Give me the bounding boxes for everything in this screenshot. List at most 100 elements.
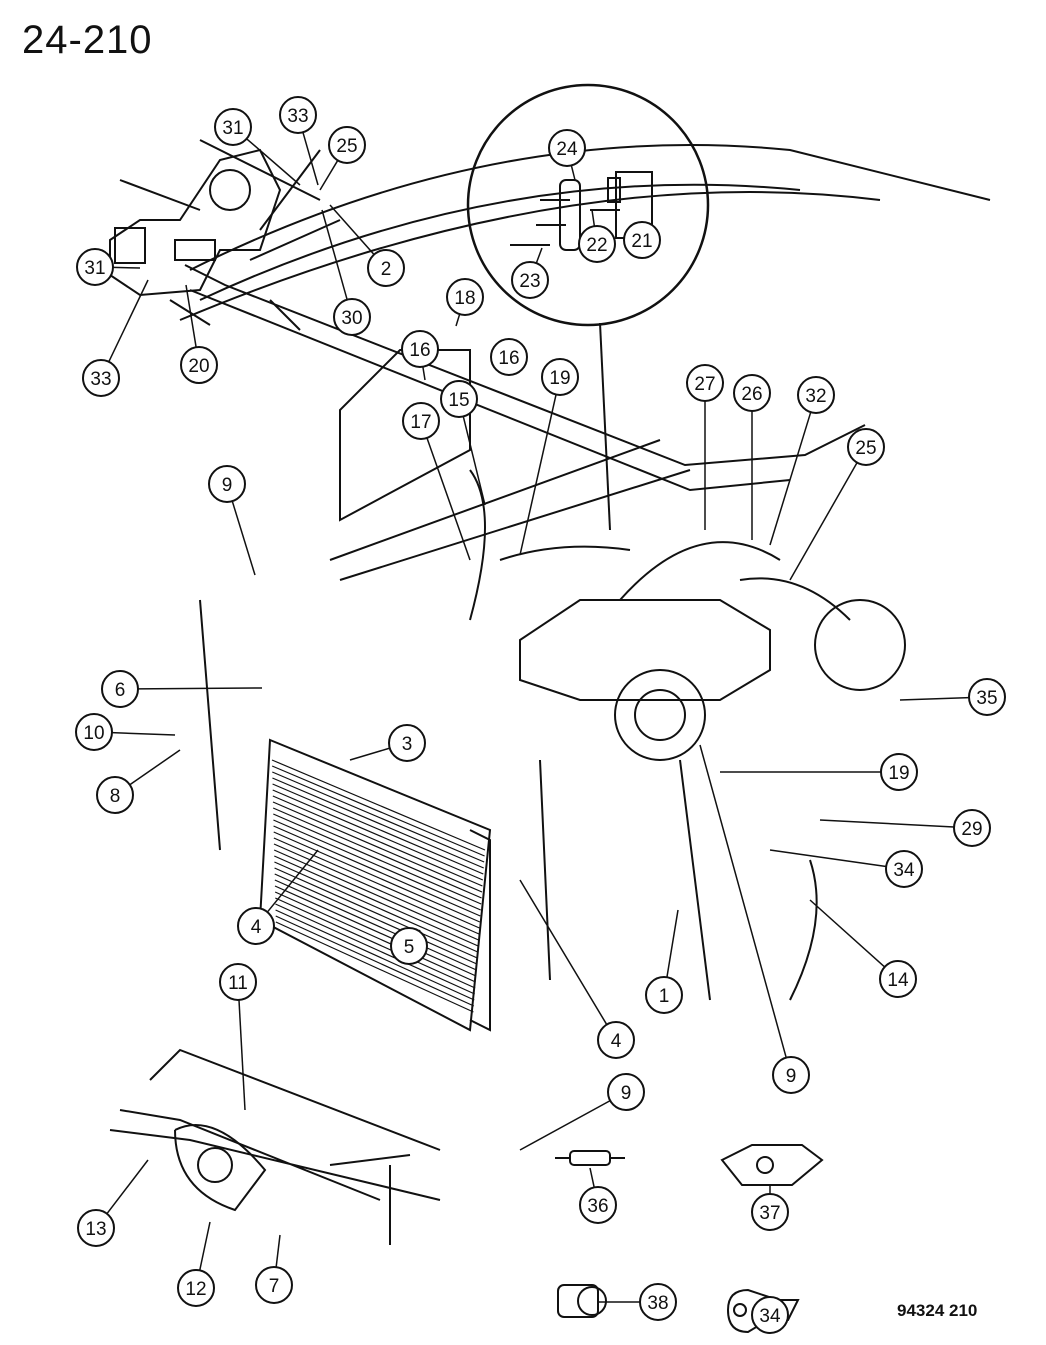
page-number: 24-210 bbox=[22, 18, 153, 62]
engine-compartment-drawing bbox=[179, 144, 991, 1001]
callout-number: 24 bbox=[556, 139, 578, 160]
callout-circle bbox=[541, 358, 579, 396]
callout-number: 19 bbox=[888, 763, 909, 784]
callout-circle bbox=[548, 129, 586, 167]
detail-inset-circle bbox=[466, 83, 710, 327]
leader-line bbox=[266, 849, 319, 913]
callout-33: 33 bbox=[82, 279, 149, 397]
callout-27: 27 bbox=[686, 364, 724, 530]
callout-37: 37 bbox=[751, 1185, 789, 1231]
callout-circle bbox=[279, 96, 317, 134]
callout-number: 27 bbox=[694, 374, 715, 395]
callout-21: 21 bbox=[623, 221, 661, 259]
leader-line bbox=[137, 687, 263, 690]
callout-19: 19 bbox=[720, 753, 918, 791]
callout-number: 16 bbox=[498, 348, 519, 369]
small-parts-drawing bbox=[555, 1144, 824, 1334]
callout-number: 16 bbox=[409, 340, 430, 361]
callout-number: 10 bbox=[83, 723, 104, 744]
callout-14: 14 bbox=[809, 899, 917, 998]
callout-number: 4 bbox=[611, 1031, 622, 1052]
leader-line bbox=[422, 366, 426, 381]
callout-7: 7 bbox=[255, 1234, 293, 1304]
callout-number: 22 bbox=[586, 235, 607, 256]
callout-number: 15 bbox=[448, 390, 469, 411]
leader-line bbox=[455, 313, 461, 327]
leader-line bbox=[570, 165, 576, 181]
callout-33: 33 bbox=[279, 96, 319, 186]
callout-circle bbox=[82, 359, 120, 397]
leader-line bbox=[666, 909, 679, 978]
callout-number: 33 bbox=[90, 369, 111, 390]
callout-number: 9 bbox=[222, 475, 233, 496]
leader-line bbox=[809, 899, 886, 968]
callout-13: 13 bbox=[77, 1159, 149, 1247]
callout-circle bbox=[440, 380, 478, 418]
callout-24: 24 bbox=[548, 129, 586, 181]
callout-22: 22 bbox=[578, 209, 616, 263]
callout-36: 36 bbox=[579, 1167, 617, 1224]
callout-circle bbox=[579, 1186, 617, 1224]
illustration-code: 94324 210 bbox=[897, 1301, 978, 1320]
callout-circle bbox=[880, 753, 918, 791]
callout-26: 26 bbox=[733, 374, 771, 540]
callout-number: 1 bbox=[659, 986, 670, 1007]
callout-number: 36 bbox=[587, 1196, 608, 1217]
leader-line bbox=[789, 462, 858, 581]
callout-circle bbox=[255, 1266, 293, 1304]
callout-circle bbox=[76, 248, 114, 286]
callout-number: 34 bbox=[893, 860, 915, 881]
leader-line bbox=[275, 1234, 281, 1268]
callout-15: 15 bbox=[440, 380, 486, 506]
callout-number: 3 bbox=[402, 734, 413, 755]
leader-line bbox=[231, 500, 256, 576]
callout-number: 33 bbox=[287, 106, 308, 127]
callout-9: 9 bbox=[208, 465, 256, 576]
leader-line bbox=[199, 1221, 211, 1271]
callout-circle bbox=[686, 364, 724, 402]
callout-17: 17 bbox=[402, 402, 471, 561]
leader-line bbox=[111, 731, 176, 736]
callout-number: 31 bbox=[222, 118, 243, 139]
callout-29: 29 bbox=[819, 809, 991, 847]
callout-23: 23 bbox=[511, 247, 549, 299]
leader-line bbox=[519, 879, 608, 1025]
leader-line bbox=[349, 747, 390, 761]
callout-number: 2 bbox=[381, 259, 392, 280]
callout-11: 11 bbox=[219, 963, 257, 1111]
callout-number: 23 bbox=[519, 271, 540, 292]
lower-left-detail-drawing bbox=[109, 1048, 441, 1245]
callout-number: 21 bbox=[631, 231, 652, 252]
callout-34: 34 bbox=[769, 849, 923, 888]
callout-31: 31 bbox=[76, 248, 141, 286]
leader-line bbox=[238, 999, 246, 1111]
leader-line bbox=[185, 284, 197, 348]
callout-2: 2 bbox=[329, 204, 405, 287]
callout-number: 14 bbox=[887, 970, 909, 991]
callout-30: 30 bbox=[321, 209, 371, 336]
leader-line bbox=[329, 204, 375, 256]
callout-number: 7 bbox=[269, 1276, 280, 1297]
callout-circle bbox=[328, 126, 366, 164]
callout-number: 6 bbox=[115, 680, 126, 701]
callout-16: 16 bbox=[490, 338, 528, 376]
callout-circle bbox=[77, 1209, 115, 1247]
callout-circle bbox=[751, 1193, 789, 1231]
leader-line bbox=[519, 394, 557, 556]
callout-circle bbox=[208, 465, 246, 503]
callout-8: 8 bbox=[96, 749, 181, 814]
callout-5: 5 bbox=[390, 927, 428, 965]
callout-circle bbox=[177, 1269, 215, 1307]
leader-line bbox=[302, 132, 319, 186]
callout-circle bbox=[219, 963, 257, 1001]
callout-number: 4 bbox=[251, 917, 262, 938]
callout-circle bbox=[639, 1283, 677, 1321]
leader-line bbox=[819, 819, 955, 828]
callout-number: 8 bbox=[110, 786, 121, 807]
callout-9: 9 bbox=[699, 744, 810, 1094]
callout-circle bbox=[401, 330, 439, 368]
callout-circle bbox=[333, 298, 371, 336]
callout-number: 25 bbox=[336, 136, 357, 157]
leader-line bbox=[462, 416, 486, 506]
